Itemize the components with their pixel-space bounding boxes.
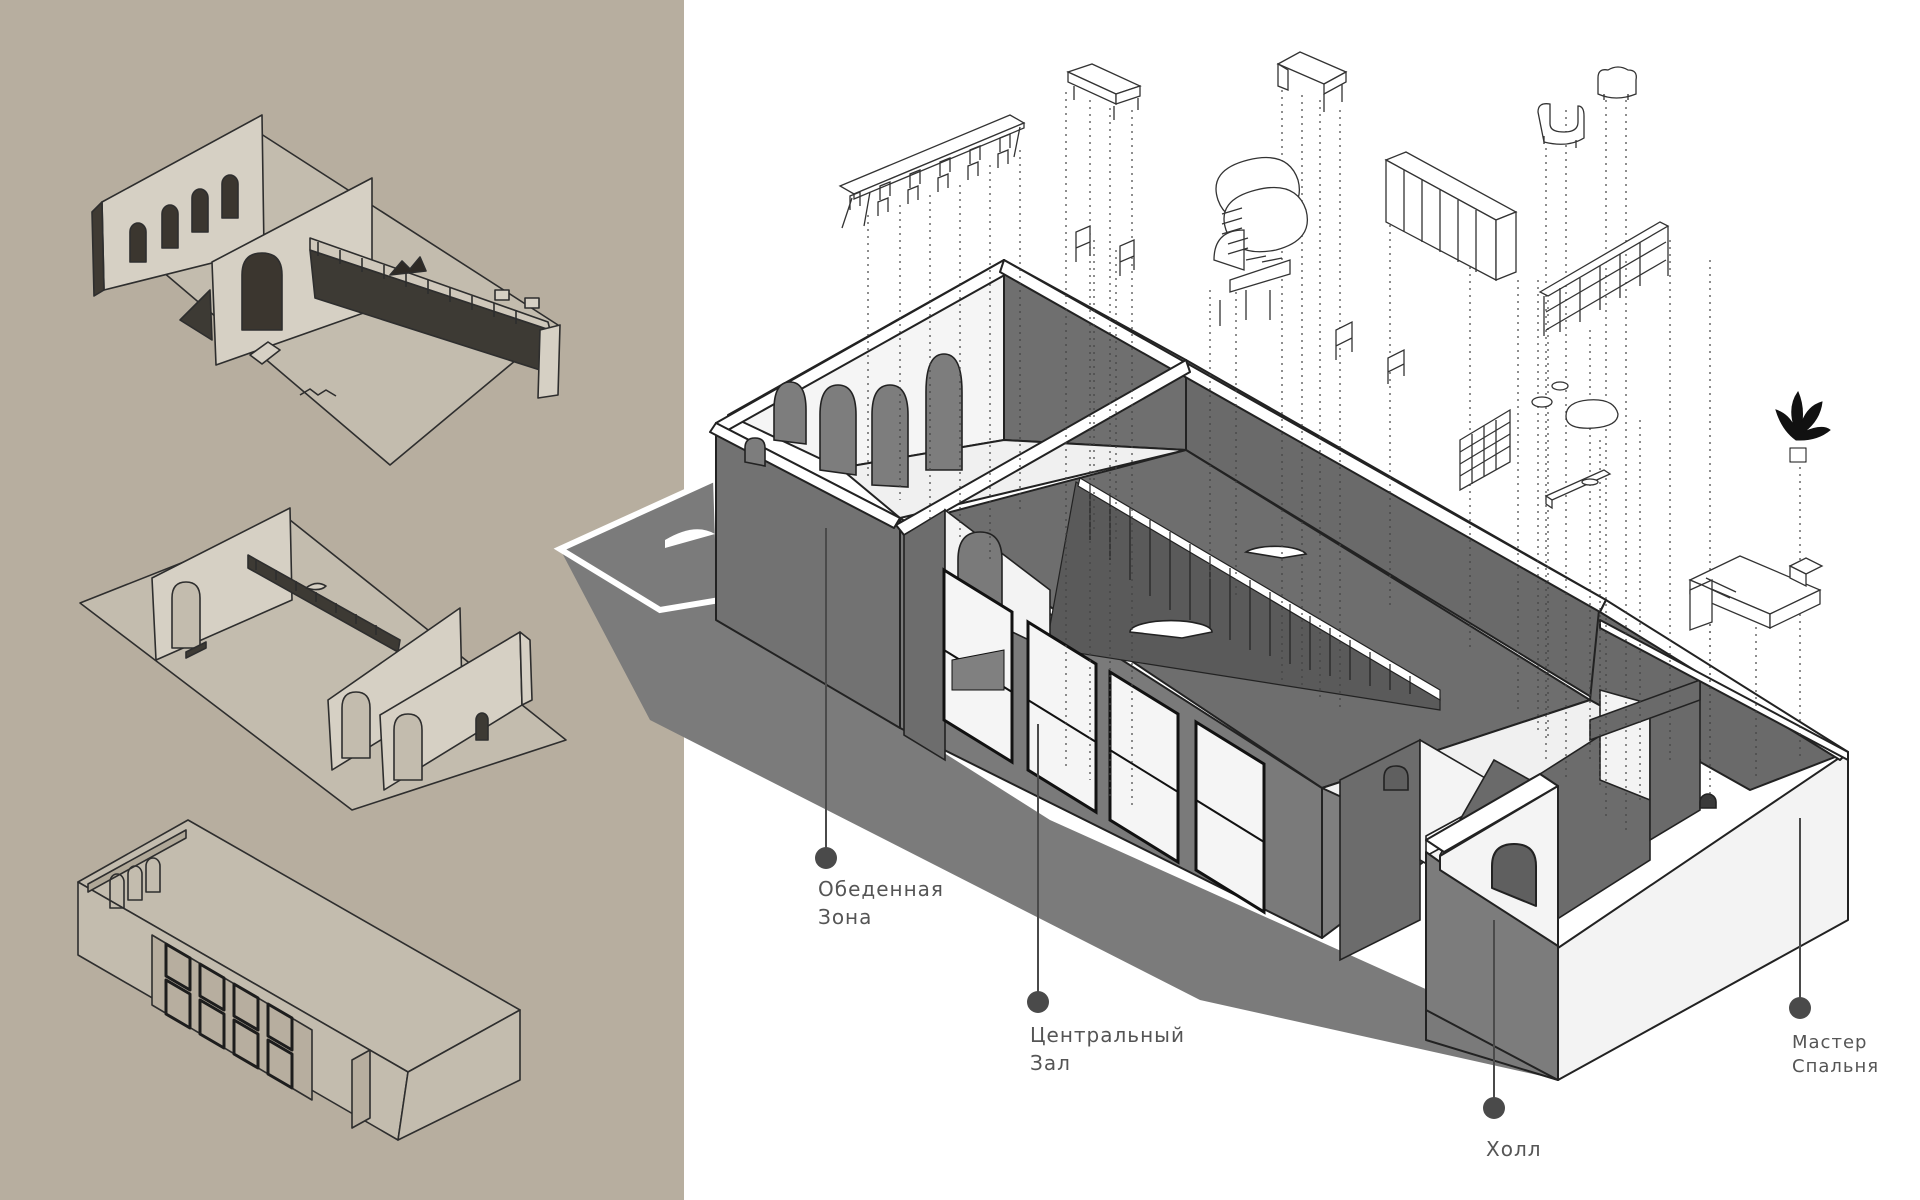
dining-room-arches [744,353,963,488]
bathtub-icon [1531,381,1619,510]
label-master-line-1: Мастер [1792,1032,1867,1053]
sideboard-icon [1066,63,1142,120]
central-hall-glazing [942,567,1266,915]
callout-dot [815,847,837,869]
callout-dot [1027,991,1049,1013]
shelving-icon [1538,221,1670,336]
chair-icon [1075,225,1405,384]
central-hall-railing [1045,477,1441,711]
label-central-line-1: Центральный [1030,1023,1185,1047]
callout-hall [1483,920,1505,1119]
shadow-light-patch [665,529,715,548]
callout-dot [1789,997,1811,1019]
dining-table-icon [838,114,1026,229]
label-central-line-2: Зал [1030,1051,1071,1075]
callout-dot [1483,1097,1505,1119]
callout-central [1027,724,1049,1013]
isometric-small-view-2 [79,507,567,811]
isometric-small-view-1 [91,114,561,466]
callout-master [1789,818,1811,1019]
callout-dining [815,528,837,869]
label-master-line-2: Спальня [1792,1056,1879,1077]
wardrobe-icon [1384,151,1518,282]
desk-icon [1276,51,1348,112]
isometric-small-view-3 [77,819,521,1141]
bed-icon [1688,555,1824,631]
central-hall-partition [903,508,1308,762]
spiral-staircase-icon [1213,156,1308,326]
bookcase-icon [1459,408,1511,492]
label-dining-line-2: Зона [818,905,872,929]
projection-lines [867,90,1801,830]
plant-icon [1775,390,1831,463]
armchair-icon [1537,66,1637,148]
label-hall: Холл [1486,1137,1542,1161]
label-dining-line-1: Обеденная [818,877,944,901]
hall-front-walls [1425,619,1849,1081]
left-panel [0,0,684,1200]
